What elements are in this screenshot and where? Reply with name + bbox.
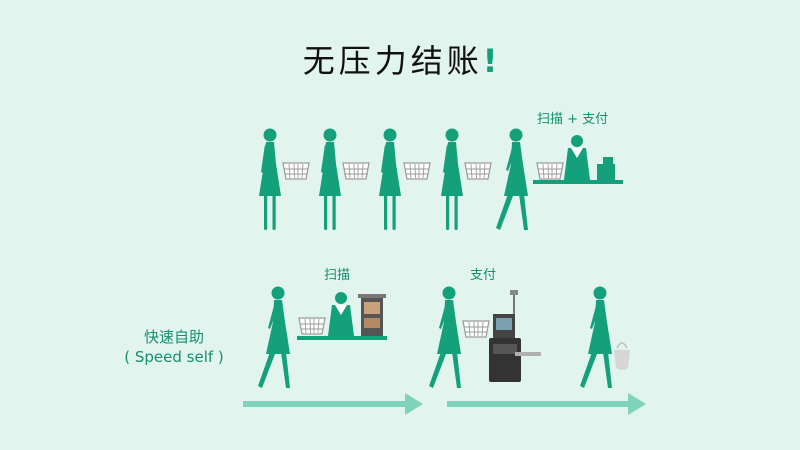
- queue-person-5: [496, 128, 528, 230]
- speed-self-label: 快速自助 ( Speed self ): [104, 327, 244, 367]
- queue-person-4: [441, 128, 463, 230]
- queue-person-1: [259, 128, 281, 230]
- page-title: 无压力结账!: [0, 36, 800, 82]
- row1-scan-pay-label: 扫描 + 支付: [537, 112, 609, 127]
- title-exclaim: !: [482, 42, 498, 80]
- basket-icon: [536, 162, 564, 180]
- pay-machine: [489, 290, 541, 382]
- basket-icon: [298, 317, 326, 335]
- speed-self-label-sub: ( Speed self ): [124, 348, 224, 366]
- cashier-counter: [533, 135, 623, 184]
- shopper-walking-3: [580, 286, 612, 388]
- basket-icon: [462, 320, 490, 338]
- shopper-walking-2: [429, 286, 461, 388]
- row2-scan-label: 扫描: [324, 268, 351, 283]
- speed-self-label-main: 快速自助: [143, 328, 204, 346]
- queue-person-2: [319, 128, 341, 230]
- queue-person-3: [379, 128, 401, 230]
- scan-kiosk: [358, 294, 386, 336]
- basket-icon: [464, 162, 492, 180]
- shopping-bag-icon: [614, 342, 630, 370]
- shopper-walking-1: [258, 286, 290, 388]
- row2-pay-label: 支付: [470, 268, 497, 283]
- basket-icon: [342, 162, 370, 180]
- flow-arrow: [447, 393, 646, 415]
- basket-icon: [282, 162, 310, 180]
- title-text: 无压力结账: [302, 42, 483, 80]
- basket-icon: [403, 162, 431, 180]
- scan-counter: [297, 292, 387, 340]
- flow-arrow: [243, 393, 423, 415]
